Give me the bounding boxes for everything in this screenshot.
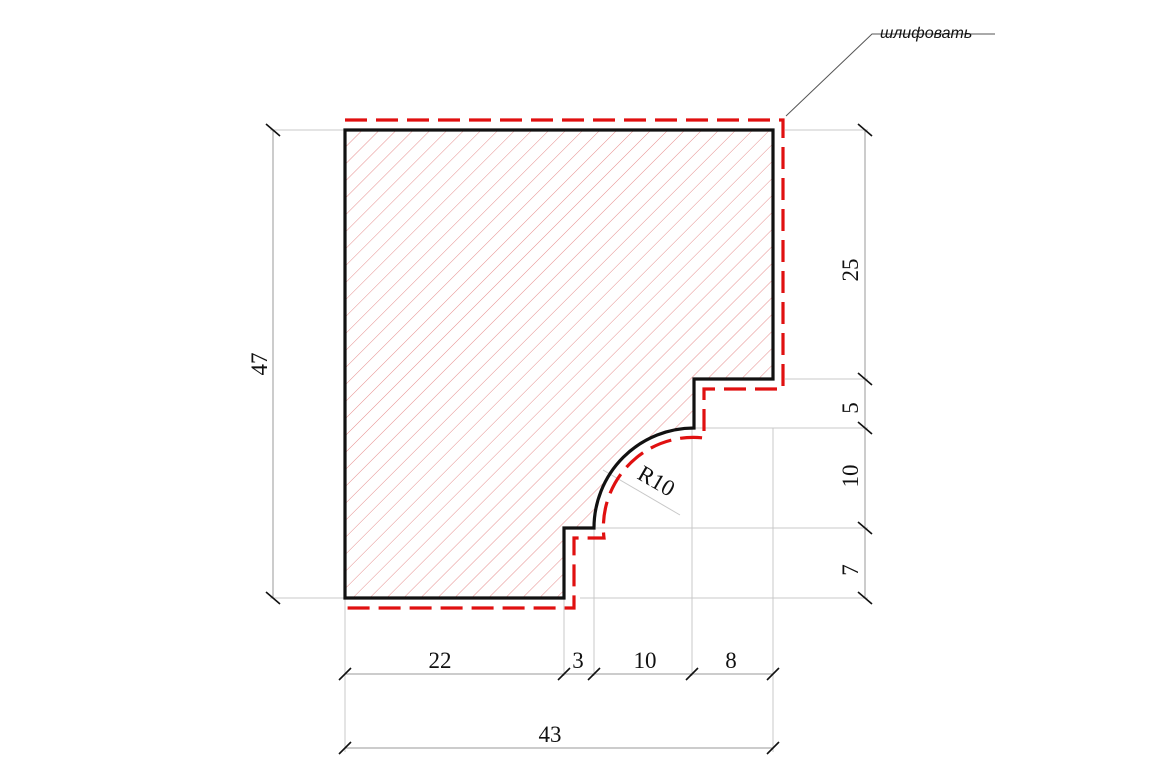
dim-25-label: 25 xyxy=(838,259,863,282)
dim-right-chain xyxy=(857,123,873,605)
dim-7-label: 7 xyxy=(838,564,863,576)
extension-lines xyxy=(270,129,868,752)
note-text: шлифовать xyxy=(880,25,972,42)
dim-10-right-label: 10 xyxy=(838,465,863,488)
dim-5-label: 5 xyxy=(838,402,863,414)
dim-47-label: 47 xyxy=(247,353,272,376)
dim-43-label: 43 xyxy=(539,722,562,747)
radius-label: R10 xyxy=(634,461,680,502)
dim-overall-height xyxy=(265,123,281,605)
dim-overall-width xyxy=(338,741,780,755)
dim-10-bottom-label: 10 xyxy=(634,648,657,673)
note-leader xyxy=(785,33,995,117)
profile-outline xyxy=(343,128,775,600)
dim-3-label: 3 xyxy=(572,648,584,673)
dim-bottom-chain xyxy=(338,667,780,681)
dim-8-label: 8 xyxy=(725,648,737,673)
dim-22-label: 22 xyxy=(429,648,452,673)
grinding-offset-line xyxy=(345,118,785,610)
